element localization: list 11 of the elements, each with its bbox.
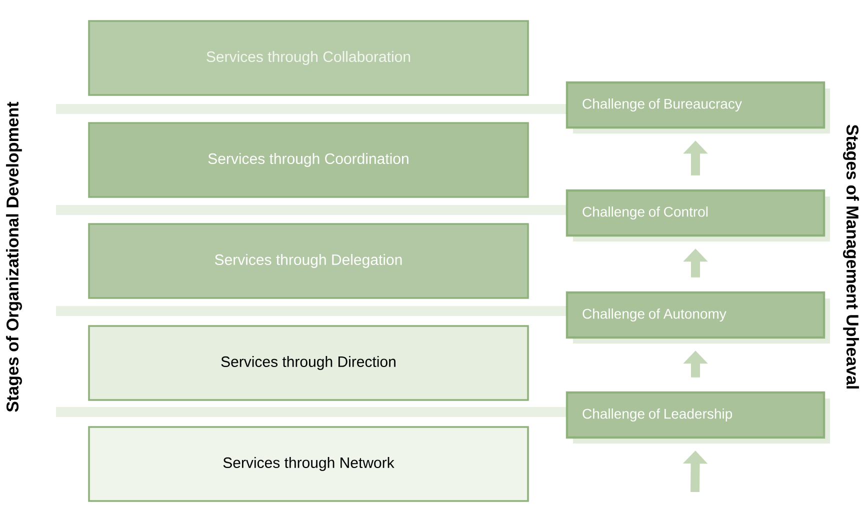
- stage-box: Services through Delegation: [88, 223, 529, 299]
- challenge-box: Challenge of Bureaucracy: [566, 81, 830, 134]
- stage-box: Services through Coordination: [88, 122, 529, 198]
- side-title: Stages of Organizational Development: [6, 102, 22, 412]
- side-title: Stages of Management Upheaval: [843, 124, 859, 388]
- challenge-box: Challenge of Autonomy: [566, 291, 830, 344]
- stage-box: Services through Network: [88, 426, 529, 502]
- stage-box: Services through Collaboration: [88, 20, 529, 96]
- challenge-box: Challenge of Leadership: [566, 391, 830, 444]
- challenge-box: Challenge of Control: [566, 189, 830, 242]
- stage-box: Services through Direction: [88, 325, 529, 401]
